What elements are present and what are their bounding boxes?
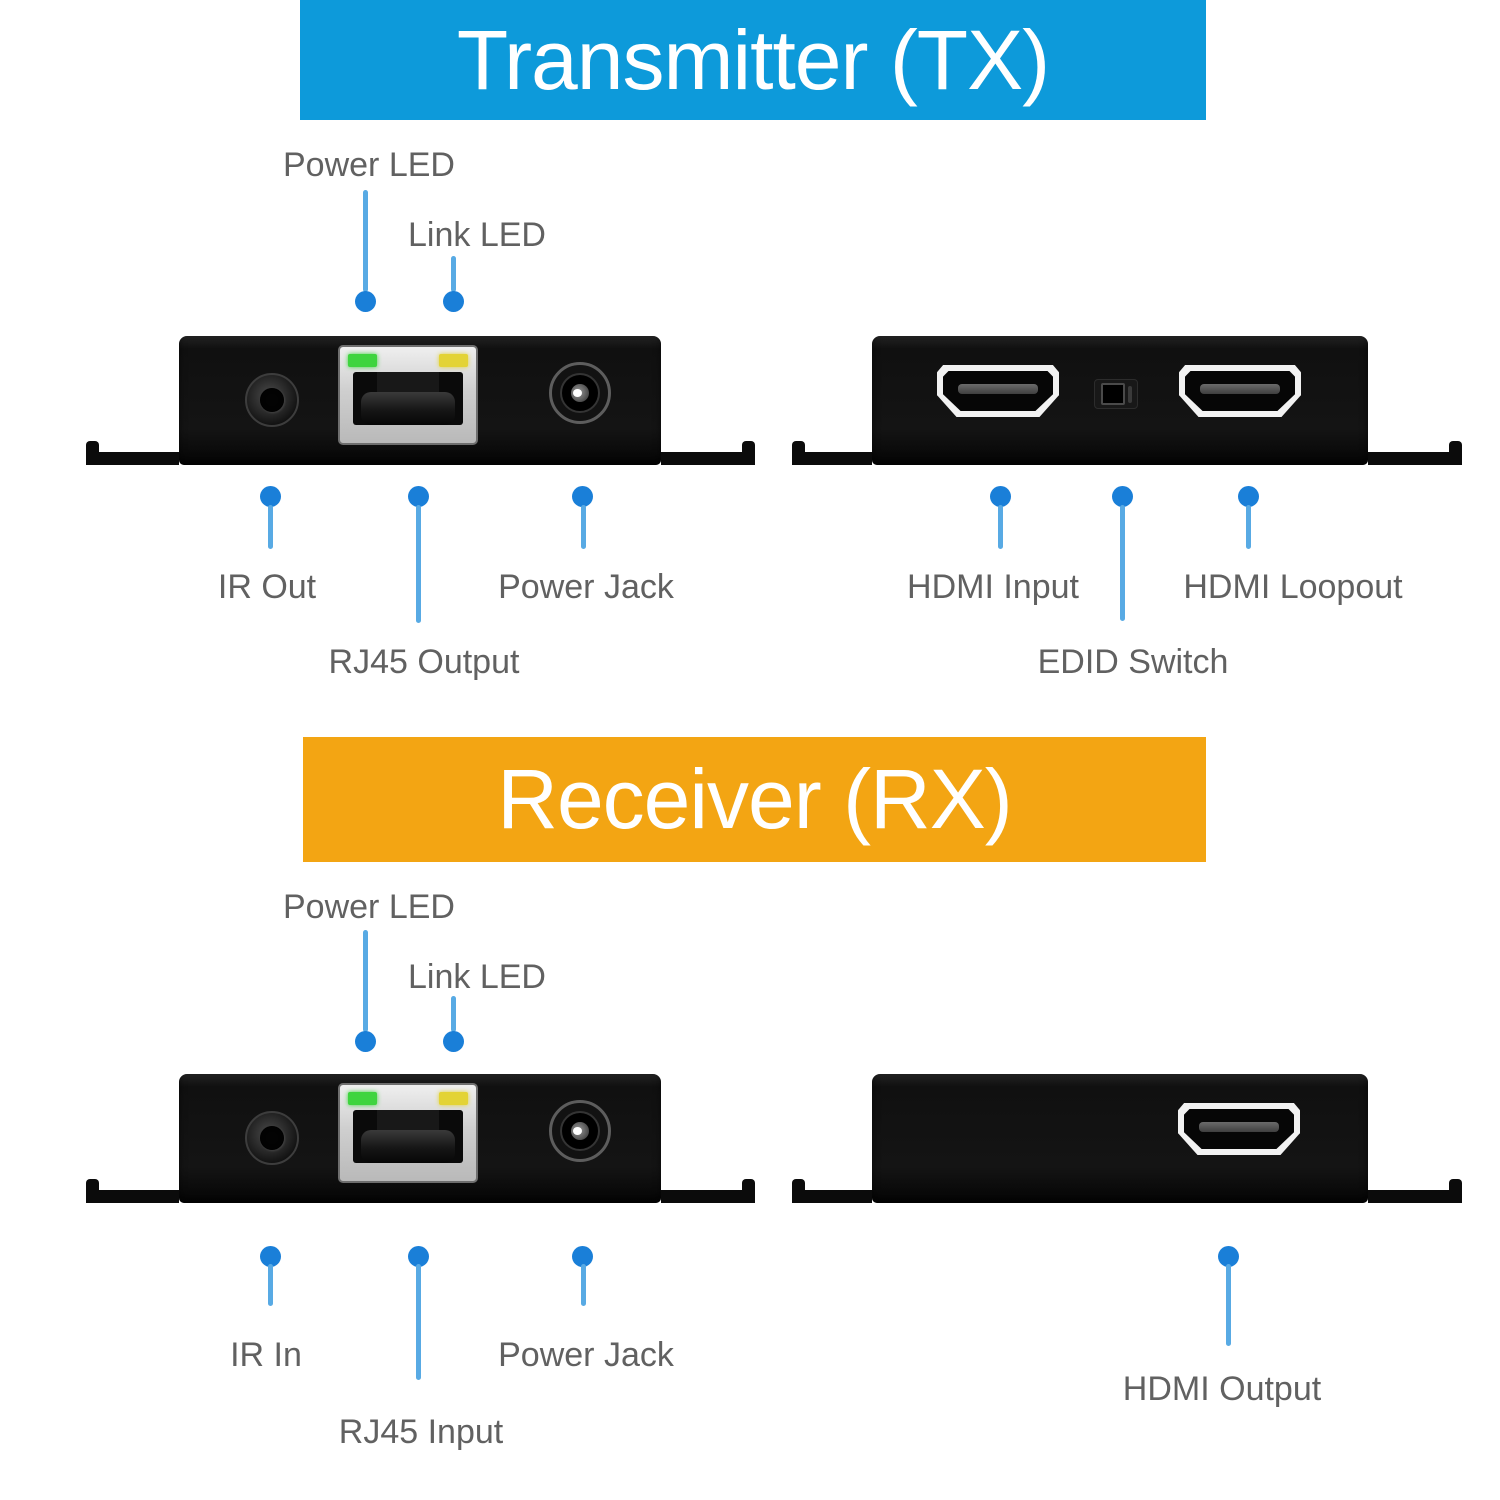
rx-power-jack-callout-line — [581, 1264, 586, 1306]
transmitter-banner: Transmitter (TX) — [300, 0, 1206, 120]
rj45-opening — [353, 372, 463, 425]
rx-back-panel-device — [792, 1074, 1462, 1203]
hdmi-loopout-label: HDMI Loopout — [1183, 568, 1403, 606]
tx-link-led-callout-dot — [443, 291, 464, 312]
rx-power-jack-label: Power Jack — [498, 1336, 674, 1374]
ir-in-callout-dot — [260, 1246, 281, 1267]
mounting-ear — [792, 1179, 872, 1203]
power-led-green — [348, 354, 377, 367]
mounting-ear — [86, 441, 179, 465]
rj45-opening — [353, 1110, 463, 1163]
mounting-ear — [1368, 441, 1462, 465]
ir-in-callout-line — [268, 1264, 273, 1306]
hdmi-loopout-callout-line — [1246, 505, 1251, 549]
mounting-ear — [792, 441, 872, 465]
hdmi-output-callout-line — [1226, 1264, 1231, 1346]
edid-switch-label: EDID Switch — [1037, 643, 1229, 681]
hdmi-output-label: HDMI Output — [1122, 1370, 1322, 1408]
tx-link-led-label: Link LED — [408, 216, 546, 254]
rj45-output-callout-dot — [408, 486, 429, 507]
hdmi-input-port — [937, 365, 1059, 417]
rj45-input-port — [338, 1083, 478, 1183]
ir-out-callout-dot — [260, 486, 281, 507]
edid-switch-callout-dot — [1112, 486, 1133, 507]
rj45-input-label: RJ45 Input — [338, 1413, 504, 1451]
mounting-ear — [661, 1179, 755, 1203]
rx-power-led-callout-line — [363, 930, 368, 1032]
ir-in-label: IR In — [230, 1336, 302, 1374]
rx-power-led-callout-dot — [355, 1031, 376, 1052]
tx-power-led-callout-dot — [355, 291, 376, 312]
rx-front-panel-device — [86, 1074, 755, 1203]
tx-power-led-label: Power LED — [283, 146, 455, 184]
hdmi-output-port — [1178, 1103, 1300, 1155]
tx-power-jack-callout-line — [581, 505, 586, 549]
hdmi-output-callout-dot — [1218, 1246, 1239, 1267]
mounting-ear — [1368, 1179, 1462, 1203]
rj45-output-port — [338, 345, 478, 445]
receiver-banner: Receiver (RX) — [303, 737, 1206, 862]
rx-power-led-label: Power LED — [283, 888, 455, 926]
edid-switch-callout-line — [1120, 505, 1125, 621]
ir-out-label: IR Out — [217, 568, 317, 606]
tx-power-jack-callout-dot — [572, 486, 593, 507]
ir-out-callout-line — [268, 505, 273, 549]
tx-power-led-callout-line — [363, 190, 368, 292]
ir-out-jack — [245, 373, 299, 427]
mounting-ear — [661, 441, 755, 465]
power-led-green — [348, 1092, 377, 1105]
edid-switch — [1094, 379, 1138, 409]
hdmi-loopout-callout-dot — [1238, 486, 1259, 507]
rj45-output-label: RJ45 Output — [328, 643, 520, 681]
hdmi-input-callout-dot — [990, 486, 1011, 507]
tx-link-led-callout-line — [451, 256, 456, 292]
mounting-ear — [86, 1179, 179, 1203]
rj45-input-callout-dot — [408, 1246, 429, 1267]
tx-back-panel-device — [792, 336, 1462, 465]
tx-front-panel-device — [86, 336, 755, 465]
power-jack-port — [549, 362, 611, 424]
rx-link-led-callout-line — [451, 996, 456, 1032]
rx-link-led-callout-dot — [443, 1031, 464, 1052]
ir-in-jack — [245, 1111, 299, 1165]
hdmi-loopout-port — [1179, 365, 1301, 417]
rj45-output-callout-line — [416, 505, 421, 623]
receiver-banner-title: Receiver (RX) — [497, 752, 1012, 846]
rx-link-led-label: Link LED — [408, 958, 546, 996]
link-led-yellow — [439, 1092, 468, 1105]
tx-power-jack-label: Power Jack — [498, 568, 674, 606]
hdmi-input-callout-line — [998, 505, 1003, 549]
rx-power-jack-callout-dot — [572, 1246, 593, 1267]
power-jack-port — [549, 1100, 611, 1162]
link-led-yellow — [439, 354, 468, 367]
transmitter-banner-title: Transmitter (TX) — [456, 12, 1050, 107]
rj45-input-callout-line — [416, 1264, 421, 1380]
hdmi-input-label: HDMI Input — [907, 568, 1079, 606]
